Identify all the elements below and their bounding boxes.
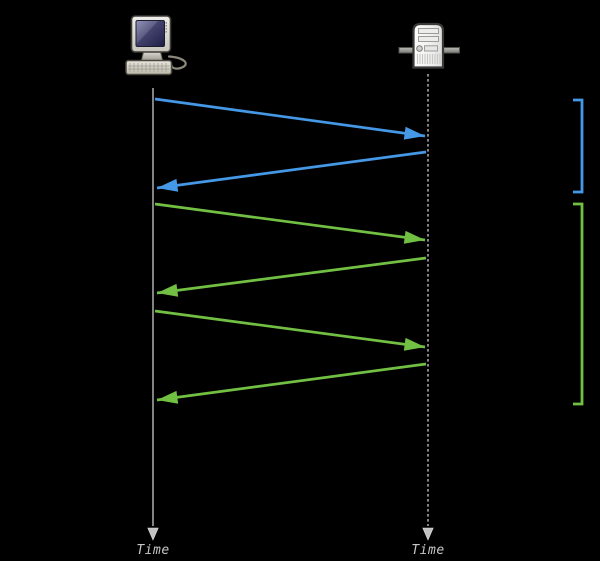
desktop-computer-icon xyxy=(125,15,187,76)
lifelines-layer xyxy=(147,74,434,541)
server-slot xyxy=(418,36,439,42)
screen-glare xyxy=(136,21,158,44)
time-label-left: Time xyxy=(136,543,169,558)
message-arrow-msg-3-client-to-server xyxy=(154,202,426,244)
monitor-screen xyxy=(135,20,165,47)
message-arrow-msg-1-client-to-server xyxy=(154,97,426,140)
bracket-blue xyxy=(573,98,584,194)
time-label-right: Time xyxy=(411,543,444,558)
server-power-button xyxy=(416,45,423,52)
message-arrow-msg-4-server-to-client xyxy=(156,256,427,297)
bracket-green xyxy=(573,202,584,406)
message-arrows-layer xyxy=(154,97,427,404)
message-arrow-msg-5-client-to-server xyxy=(154,309,426,351)
brackets-layer xyxy=(573,98,584,406)
lifeline-arrowhead-server xyxy=(422,527,434,541)
keyboard xyxy=(125,59,173,76)
server-vents xyxy=(416,54,441,64)
server-drive-bay xyxy=(424,45,438,52)
server-slot xyxy=(418,28,439,34)
computer-cable xyxy=(167,55,187,70)
lifeline-arrowhead-client xyxy=(147,527,159,541)
server-left-connector xyxy=(398,47,415,54)
server-tower-icon xyxy=(398,22,460,69)
message-arrow-msg-6-server-to-client xyxy=(156,362,427,404)
server-right-connector xyxy=(442,47,460,54)
keyboard-keys xyxy=(128,63,170,72)
message-arrow-msg-2-server-to-client xyxy=(156,150,427,192)
monitor-stand xyxy=(140,51,164,61)
